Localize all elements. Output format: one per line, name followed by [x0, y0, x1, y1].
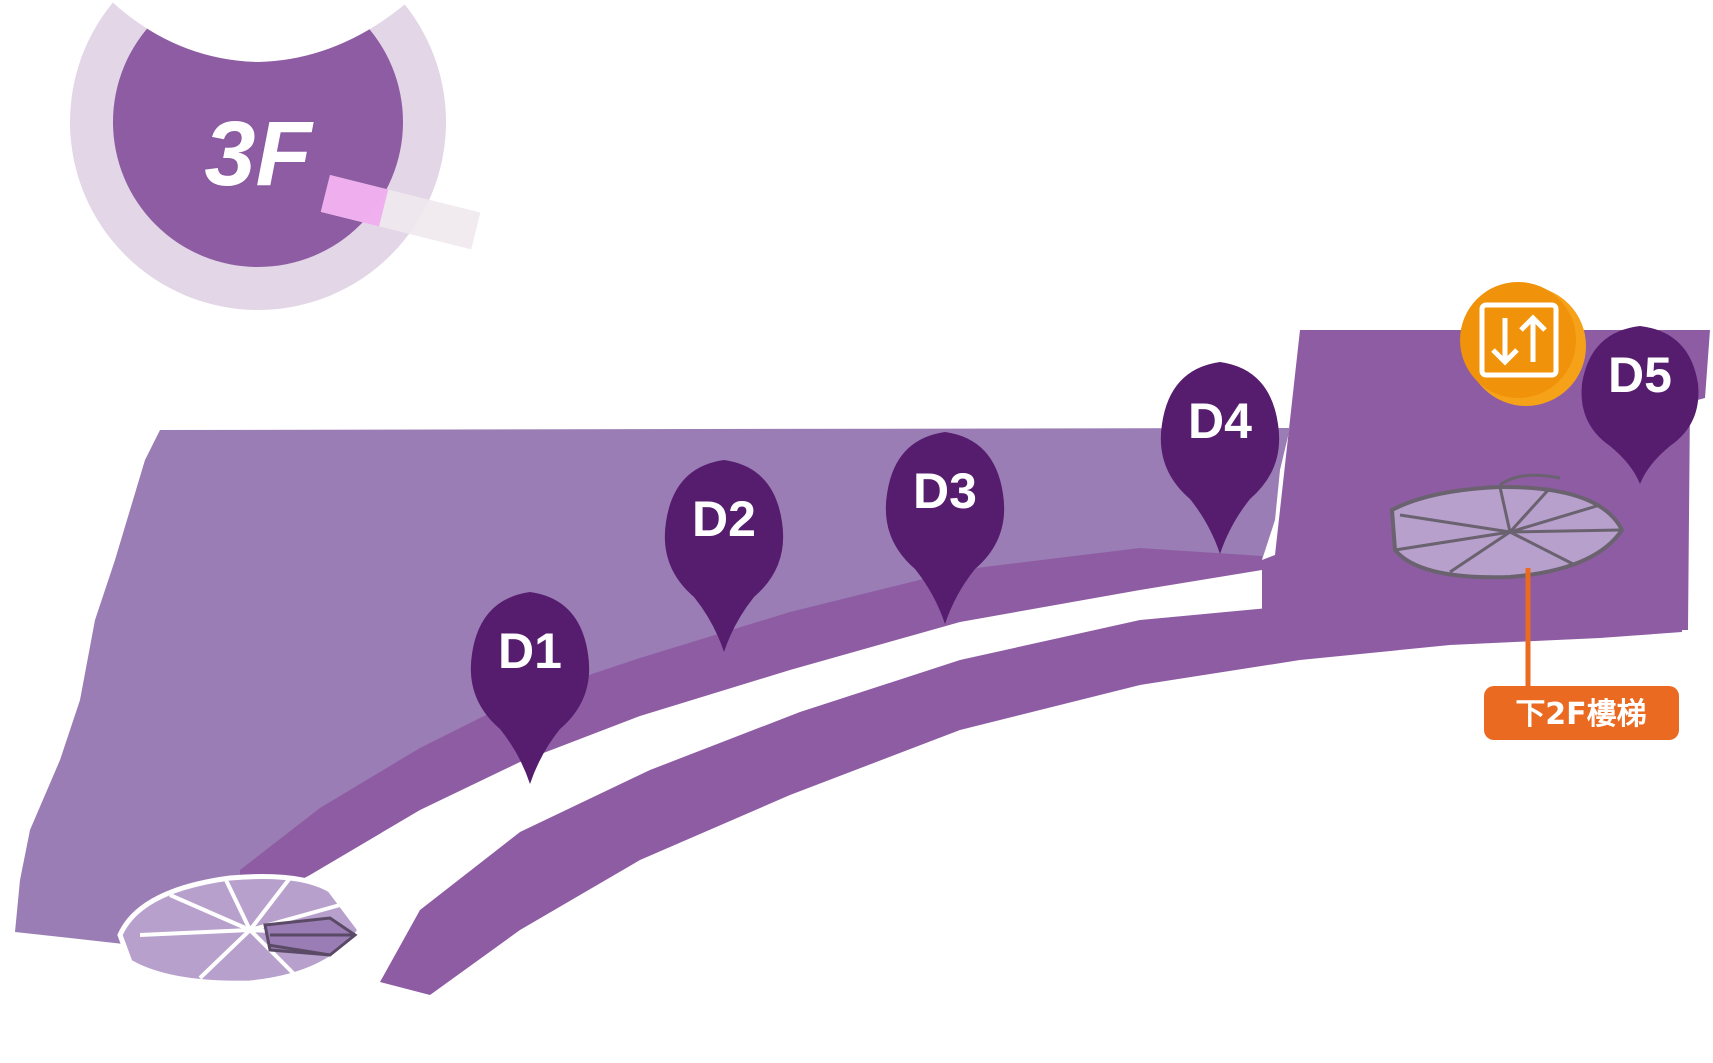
walkway-upper: [240, 548, 1262, 912]
pin-label: D4: [1188, 393, 1252, 449]
elevator-up-down-icon: [1479, 302, 1559, 378]
pin-D3[interactable]: D3: [885, 432, 1005, 624]
elevator-marker[interactable]: [1460, 282, 1586, 406]
stairs-structure-east: [1389, 473, 1625, 580]
floor-label: 3F: [204, 103, 314, 205]
elevator-arrows: [1491, 314, 1547, 366]
floor-badge: 3F: [70, 0, 481, 310]
pin-D4[interactable]: D4: [1160, 362, 1280, 554]
pin-D1[interactable]: D1: [470, 592, 590, 784]
pin-label: D2: [692, 491, 756, 547]
pin-label: D1: [498, 623, 562, 679]
pin-D2[interactable]: D2: [664, 460, 784, 652]
stairs-label: 下2F樓梯: [1515, 697, 1646, 732]
pin-D5[interactable]: D5: [1581, 326, 1699, 484]
walkway-lower: [380, 600, 1684, 995]
pin-label: D5: [1608, 347, 1672, 403]
stairs-structure-southwest: [117, 874, 364, 986]
stairs-label-callout[interactable]: 下2F樓梯: [1484, 686, 1679, 740]
pin-label: D3: [913, 463, 977, 519]
